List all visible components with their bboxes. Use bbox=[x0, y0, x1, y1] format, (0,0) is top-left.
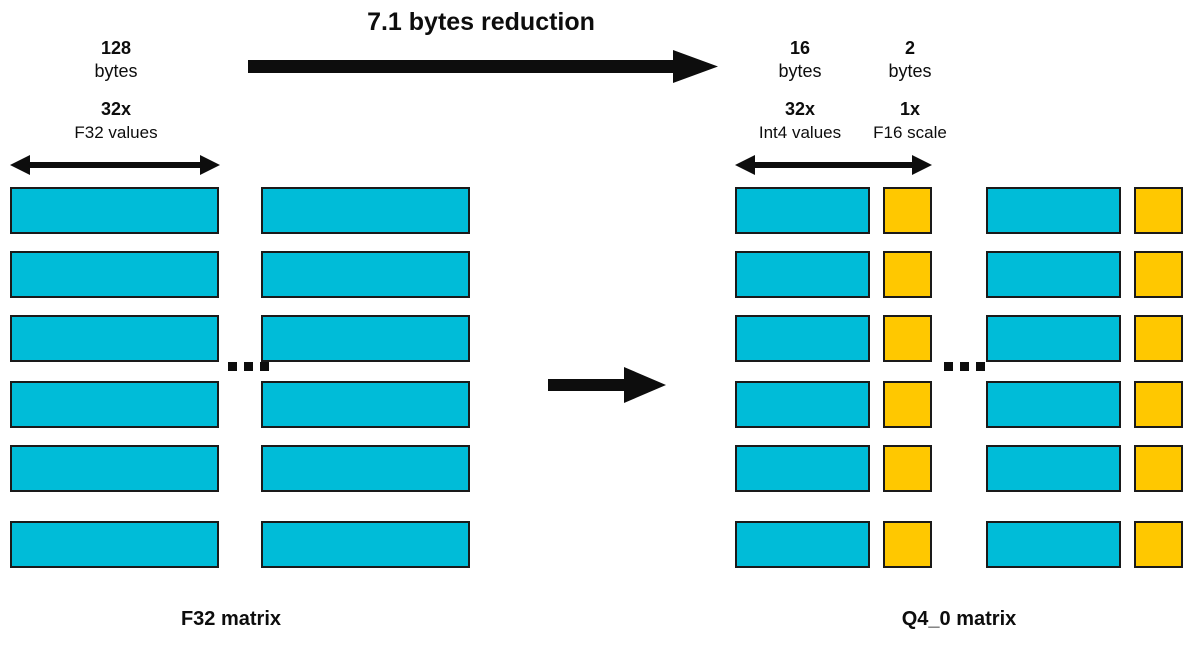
q40-scale-cell bbox=[883, 381, 932, 428]
q40-scale-cell bbox=[883, 521, 932, 568]
f32-matrix-ellipsis-icon bbox=[228, 362, 269, 371]
q40-values-cell bbox=[986, 187, 1121, 234]
q40-values-cell bbox=[986, 445, 1121, 492]
q40-scale-cell bbox=[1134, 187, 1183, 234]
f32-cell bbox=[261, 445, 470, 492]
f32-cell bbox=[10, 315, 219, 362]
f32-cell bbox=[10, 521, 219, 568]
q40-values-cell bbox=[735, 187, 870, 234]
right-scale-size-value: 2 bbox=[904, 38, 916, 58]
transform-arrow-icon bbox=[548, 367, 666, 403]
f32-cell bbox=[261, 251, 470, 298]
q40-values-cell bbox=[986, 521, 1121, 568]
left-size-value: 128 bbox=[100, 38, 132, 58]
right-scale-count-value: 1x bbox=[899, 99, 921, 119]
q40-scale-cell bbox=[1134, 521, 1183, 568]
left-count-value: 32x bbox=[100, 99, 132, 119]
f32-cell bbox=[261, 187, 470, 234]
right-values-count-value: 32x bbox=[784, 99, 816, 119]
q40-values-cell bbox=[735, 315, 870, 362]
q40-values-cell bbox=[986, 251, 1121, 298]
q40-values-cell bbox=[986, 315, 1121, 362]
q40-values-cell bbox=[735, 251, 870, 298]
right-span-arrow-icon bbox=[735, 155, 932, 175]
q40-matrix-label: Q4_0 matrix bbox=[901, 608, 1017, 630]
q40-values-cell bbox=[986, 381, 1121, 428]
q40-values-cell bbox=[735, 521, 870, 568]
q40-scale-cell bbox=[883, 445, 932, 492]
f32-cell bbox=[10, 445, 219, 492]
q40-scale-cell bbox=[883, 251, 932, 298]
right-values-size-unit: bytes bbox=[778, 61, 822, 81]
q40-scale-cell bbox=[1134, 251, 1183, 298]
q40-scale-cell bbox=[1134, 445, 1183, 492]
q40-scale-cell bbox=[1134, 381, 1183, 428]
q40-values-cell bbox=[735, 381, 870, 428]
f32-cell bbox=[10, 187, 219, 234]
q40-scale-cell bbox=[1134, 315, 1183, 362]
f32-cell bbox=[10, 381, 219, 428]
q40-matrix-ellipsis-icon bbox=[944, 362, 985, 371]
headline-text: 7.1 bytes reduction bbox=[367, 8, 595, 36]
f32-cell bbox=[261, 315, 470, 362]
right-values-count-desc: Int4 values bbox=[758, 123, 842, 142]
left-size-unit: bytes bbox=[94, 61, 138, 81]
right-scale-count-desc: F16 scale bbox=[873, 123, 947, 142]
f32-cell bbox=[261, 521, 470, 568]
q40-scale-cell bbox=[883, 187, 932, 234]
right-values-size-value: 16 bbox=[789, 38, 811, 58]
reduction-arrow-icon bbox=[248, 50, 718, 83]
right-scale-size-unit: bytes bbox=[888, 61, 932, 81]
f32-matrix-label: F32 matrix bbox=[180, 608, 282, 630]
f32-cell bbox=[10, 251, 219, 298]
q40-values-cell bbox=[735, 445, 870, 492]
left-count-desc: F32 values bbox=[74, 123, 158, 142]
q40-scale-cell bbox=[883, 315, 932, 362]
left-span-arrow-icon bbox=[10, 155, 220, 175]
f32-cell bbox=[261, 381, 470, 428]
